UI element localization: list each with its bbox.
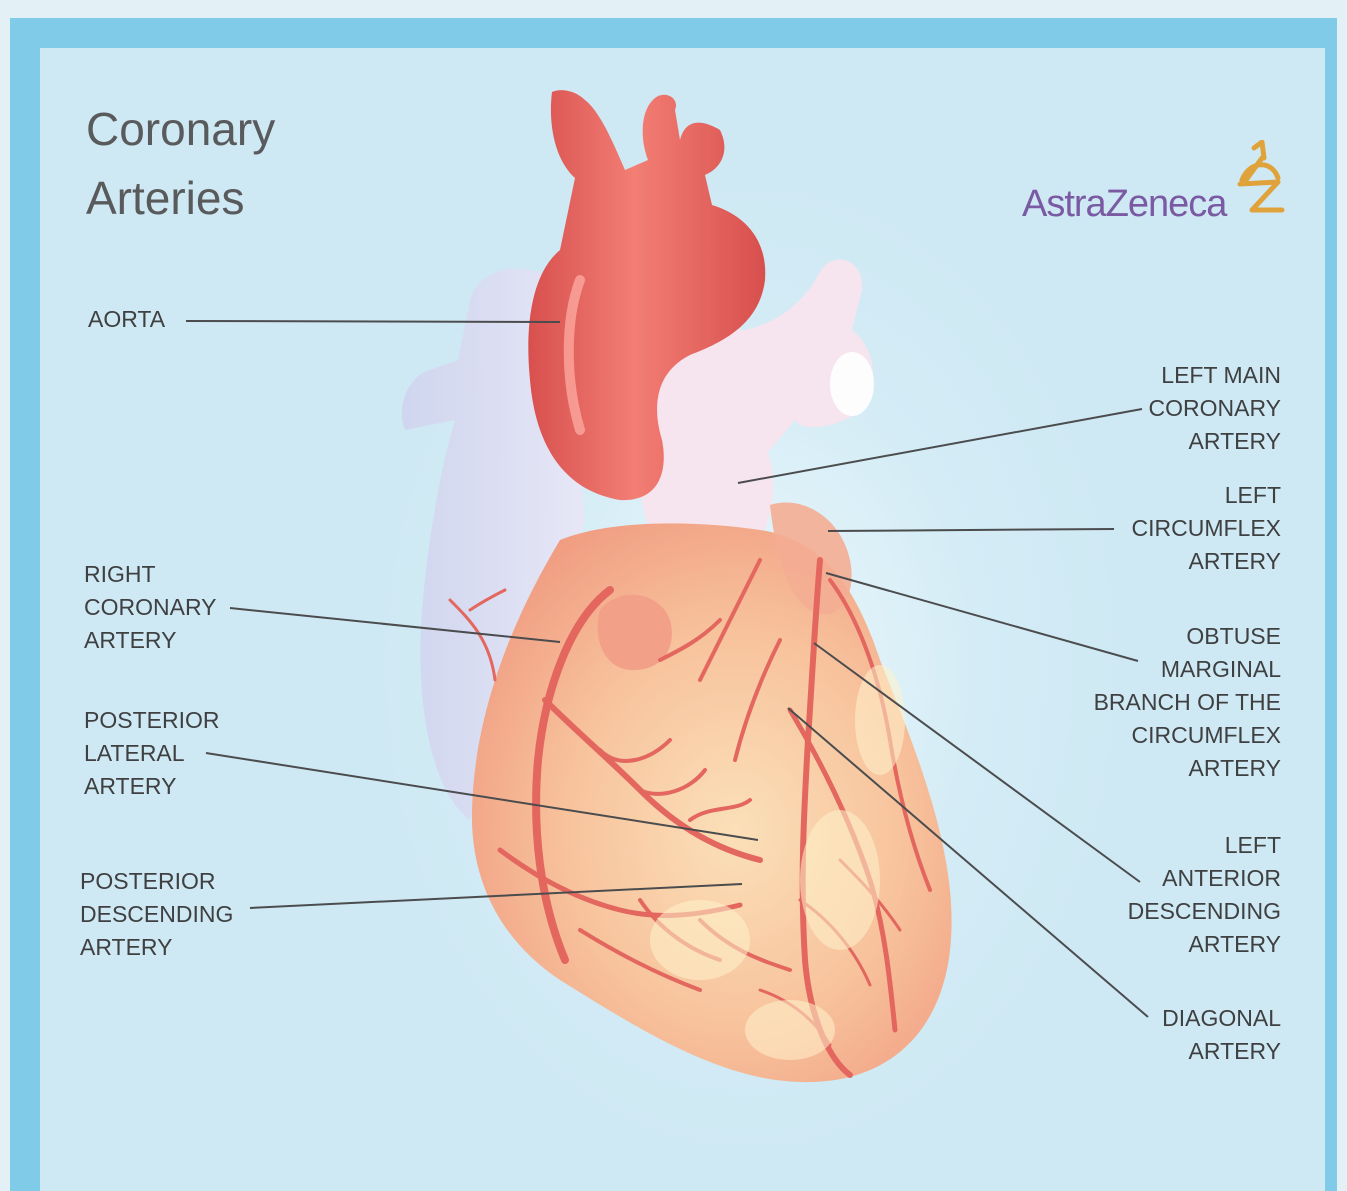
label-posterior-descending-artery: POSTERIOR DESCENDING ARTERY (80, 865, 233, 964)
label-left-anterior-descending-artery: LEFT ANTERIOR DESCENDING ARTERY (1128, 829, 1281, 961)
label-aorta: AORTA (88, 303, 165, 336)
label-posterior-lateral-artery: POSTERIOR LATERAL ARTERY (84, 704, 219, 803)
label-left-main-coronary-artery: LEFT MAIN CORONARY ARTERY (1149, 359, 1282, 458)
page-title-line-2: Arteries (86, 175, 244, 221)
leader-left-circumflex (828, 529, 1114, 531)
label-obtuse-marginal-branch: OBTUSE MARGINAL BRANCH OF THE CIRCUMFLEX… (1094, 620, 1281, 785)
heart-body (472, 523, 952, 1082)
label-diagonal-artery: DIAGONAL ARTERY (1162, 1002, 1281, 1068)
pulmonary-opening (830, 352, 874, 416)
label-right-coronary-artery: RIGHT CORONARY ARTERY (84, 558, 217, 657)
label-left-circumflex-artery: LEFT CIRCUMFLEX ARTERY (1131, 479, 1281, 578)
leader-aorta (186, 321, 560, 322)
astrazeneca-wordmark: AstraZeneca (1022, 185, 1226, 223)
astrazeneca-logo-icon (1232, 140, 1288, 224)
page-title-line-1: Coronary (86, 106, 275, 152)
